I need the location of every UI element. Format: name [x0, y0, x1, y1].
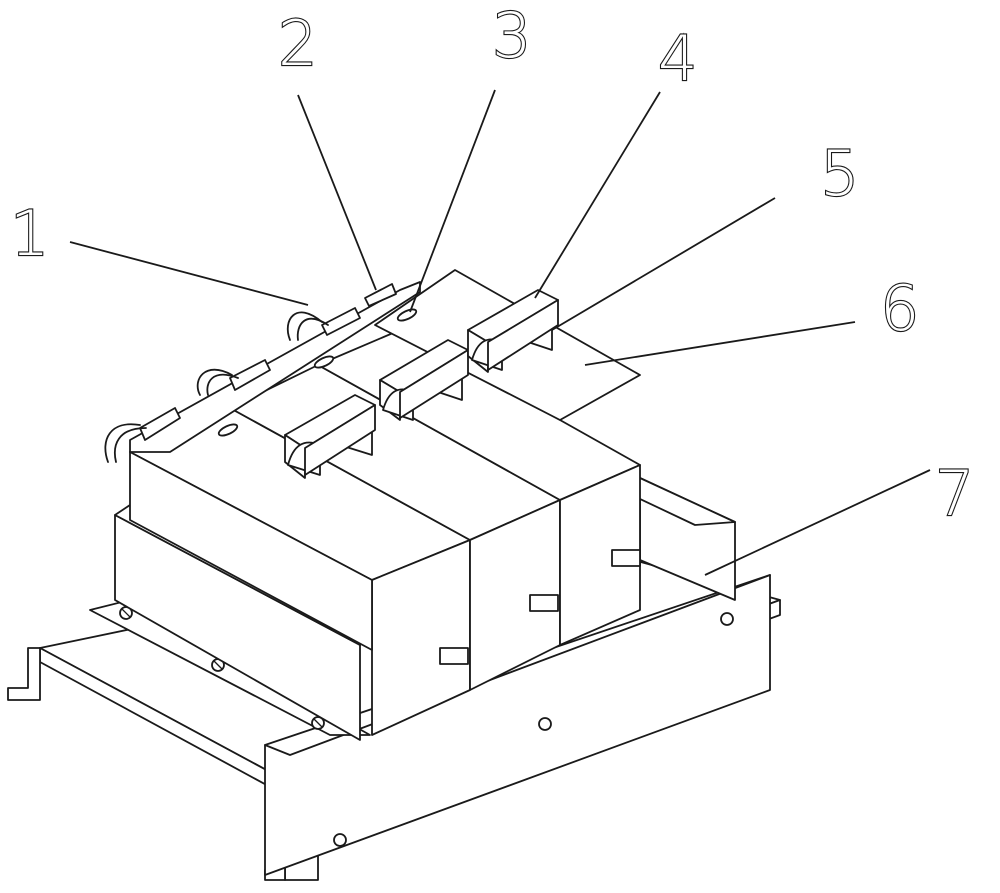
callout-6: 6 — [880, 272, 919, 345]
terminal-strip — [129, 281, 421, 453]
toggle-handle-3 — [467, 289, 559, 373]
breaker-module-1 — [129, 407, 471, 736]
callout-2: 2 — [278, 7, 317, 80]
breaker-module-2 — [229, 364, 561, 691]
toggle-handle-2 — [379, 339, 469, 421]
callout-5: 5 — [820, 137, 859, 210]
cable-loops — [104, 311, 329, 463]
callout-1: 1 — [10, 197, 49, 270]
callout-4: 4 — [658, 22, 697, 95]
leader-lines — [69, 89, 931, 576]
toggle-handle-1 — [284, 394, 376, 479]
callout-7: 7 — [935, 457, 974, 530]
callout-3: 3 — [492, 0, 531, 72]
indicator-slots — [217, 308, 418, 437]
callout-labels: 1 2 3 4 5 6 7 — [9, 0, 976, 531]
